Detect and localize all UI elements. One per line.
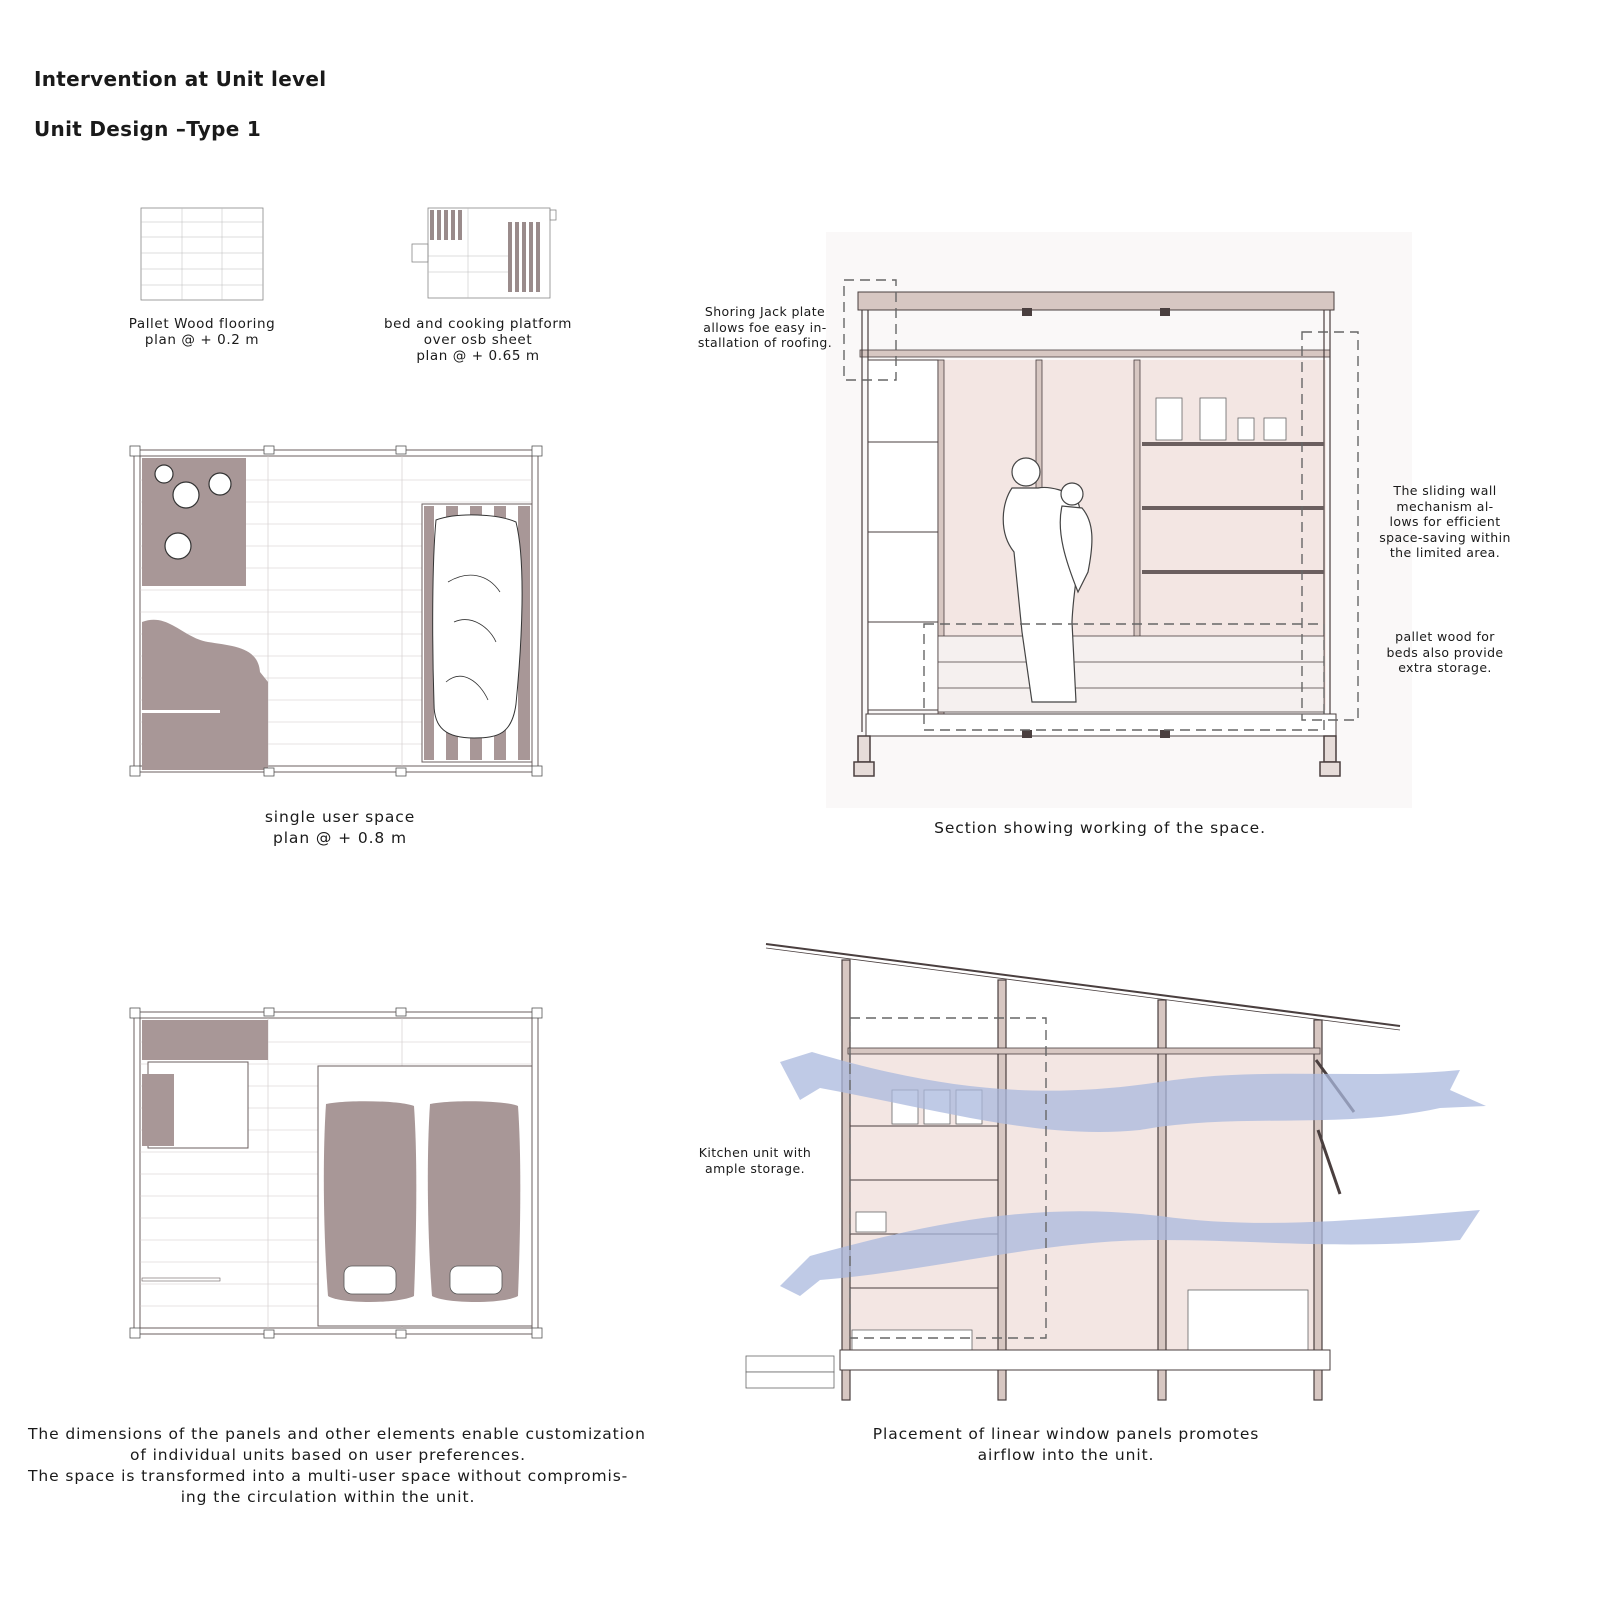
section1-caption: Section showing working of the space. bbox=[934, 819, 1266, 837]
note-kitchen-unit: Kitchen unit with ample storage. bbox=[698, 1145, 812, 1176]
section-airflow-drawing bbox=[745, 943, 1486, 1401]
section-working-drawing bbox=[826, 232, 1412, 808]
note-sliding-wall: The sliding wall mechanism al- lows for … bbox=[1379, 483, 1511, 560]
single-user-caption: single user space plan @ + 0.8 m bbox=[264, 808, 416, 847]
section2-caption: Placement of linear window panels promot… bbox=[872, 1425, 1260, 1464]
page-title: Intervention at Unit level bbox=[34, 67, 327, 91]
pallet-floor-caption: Pallet Wood flooring plan @ + 0.2 m bbox=[128, 316, 276, 348]
platform-caption: bed and cooking platform over osb sheet … bbox=[383, 316, 573, 364]
multi-user-caption: The dimensions of the panels and other e… bbox=[28, 1425, 646, 1506]
single-user-plan-drawing bbox=[129, 445, 543, 777]
page-subtitle: Unit Design –Type 1 bbox=[34, 117, 262, 141]
note-pallet-beds: pallet wood for beds also provide extra … bbox=[1386, 629, 1504, 675]
pallet-floor-plan-drawing bbox=[140, 207, 264, 301]
platform-plan-drawing bbox=[411, 207, 557, 299]
note-shoring-jack: Shoring Jack plate allows foe easy in- s… bbox=[697, 304, 833, 350]
multi-user-plan-drawing bbox=[129, 1007, 543, 1339]
